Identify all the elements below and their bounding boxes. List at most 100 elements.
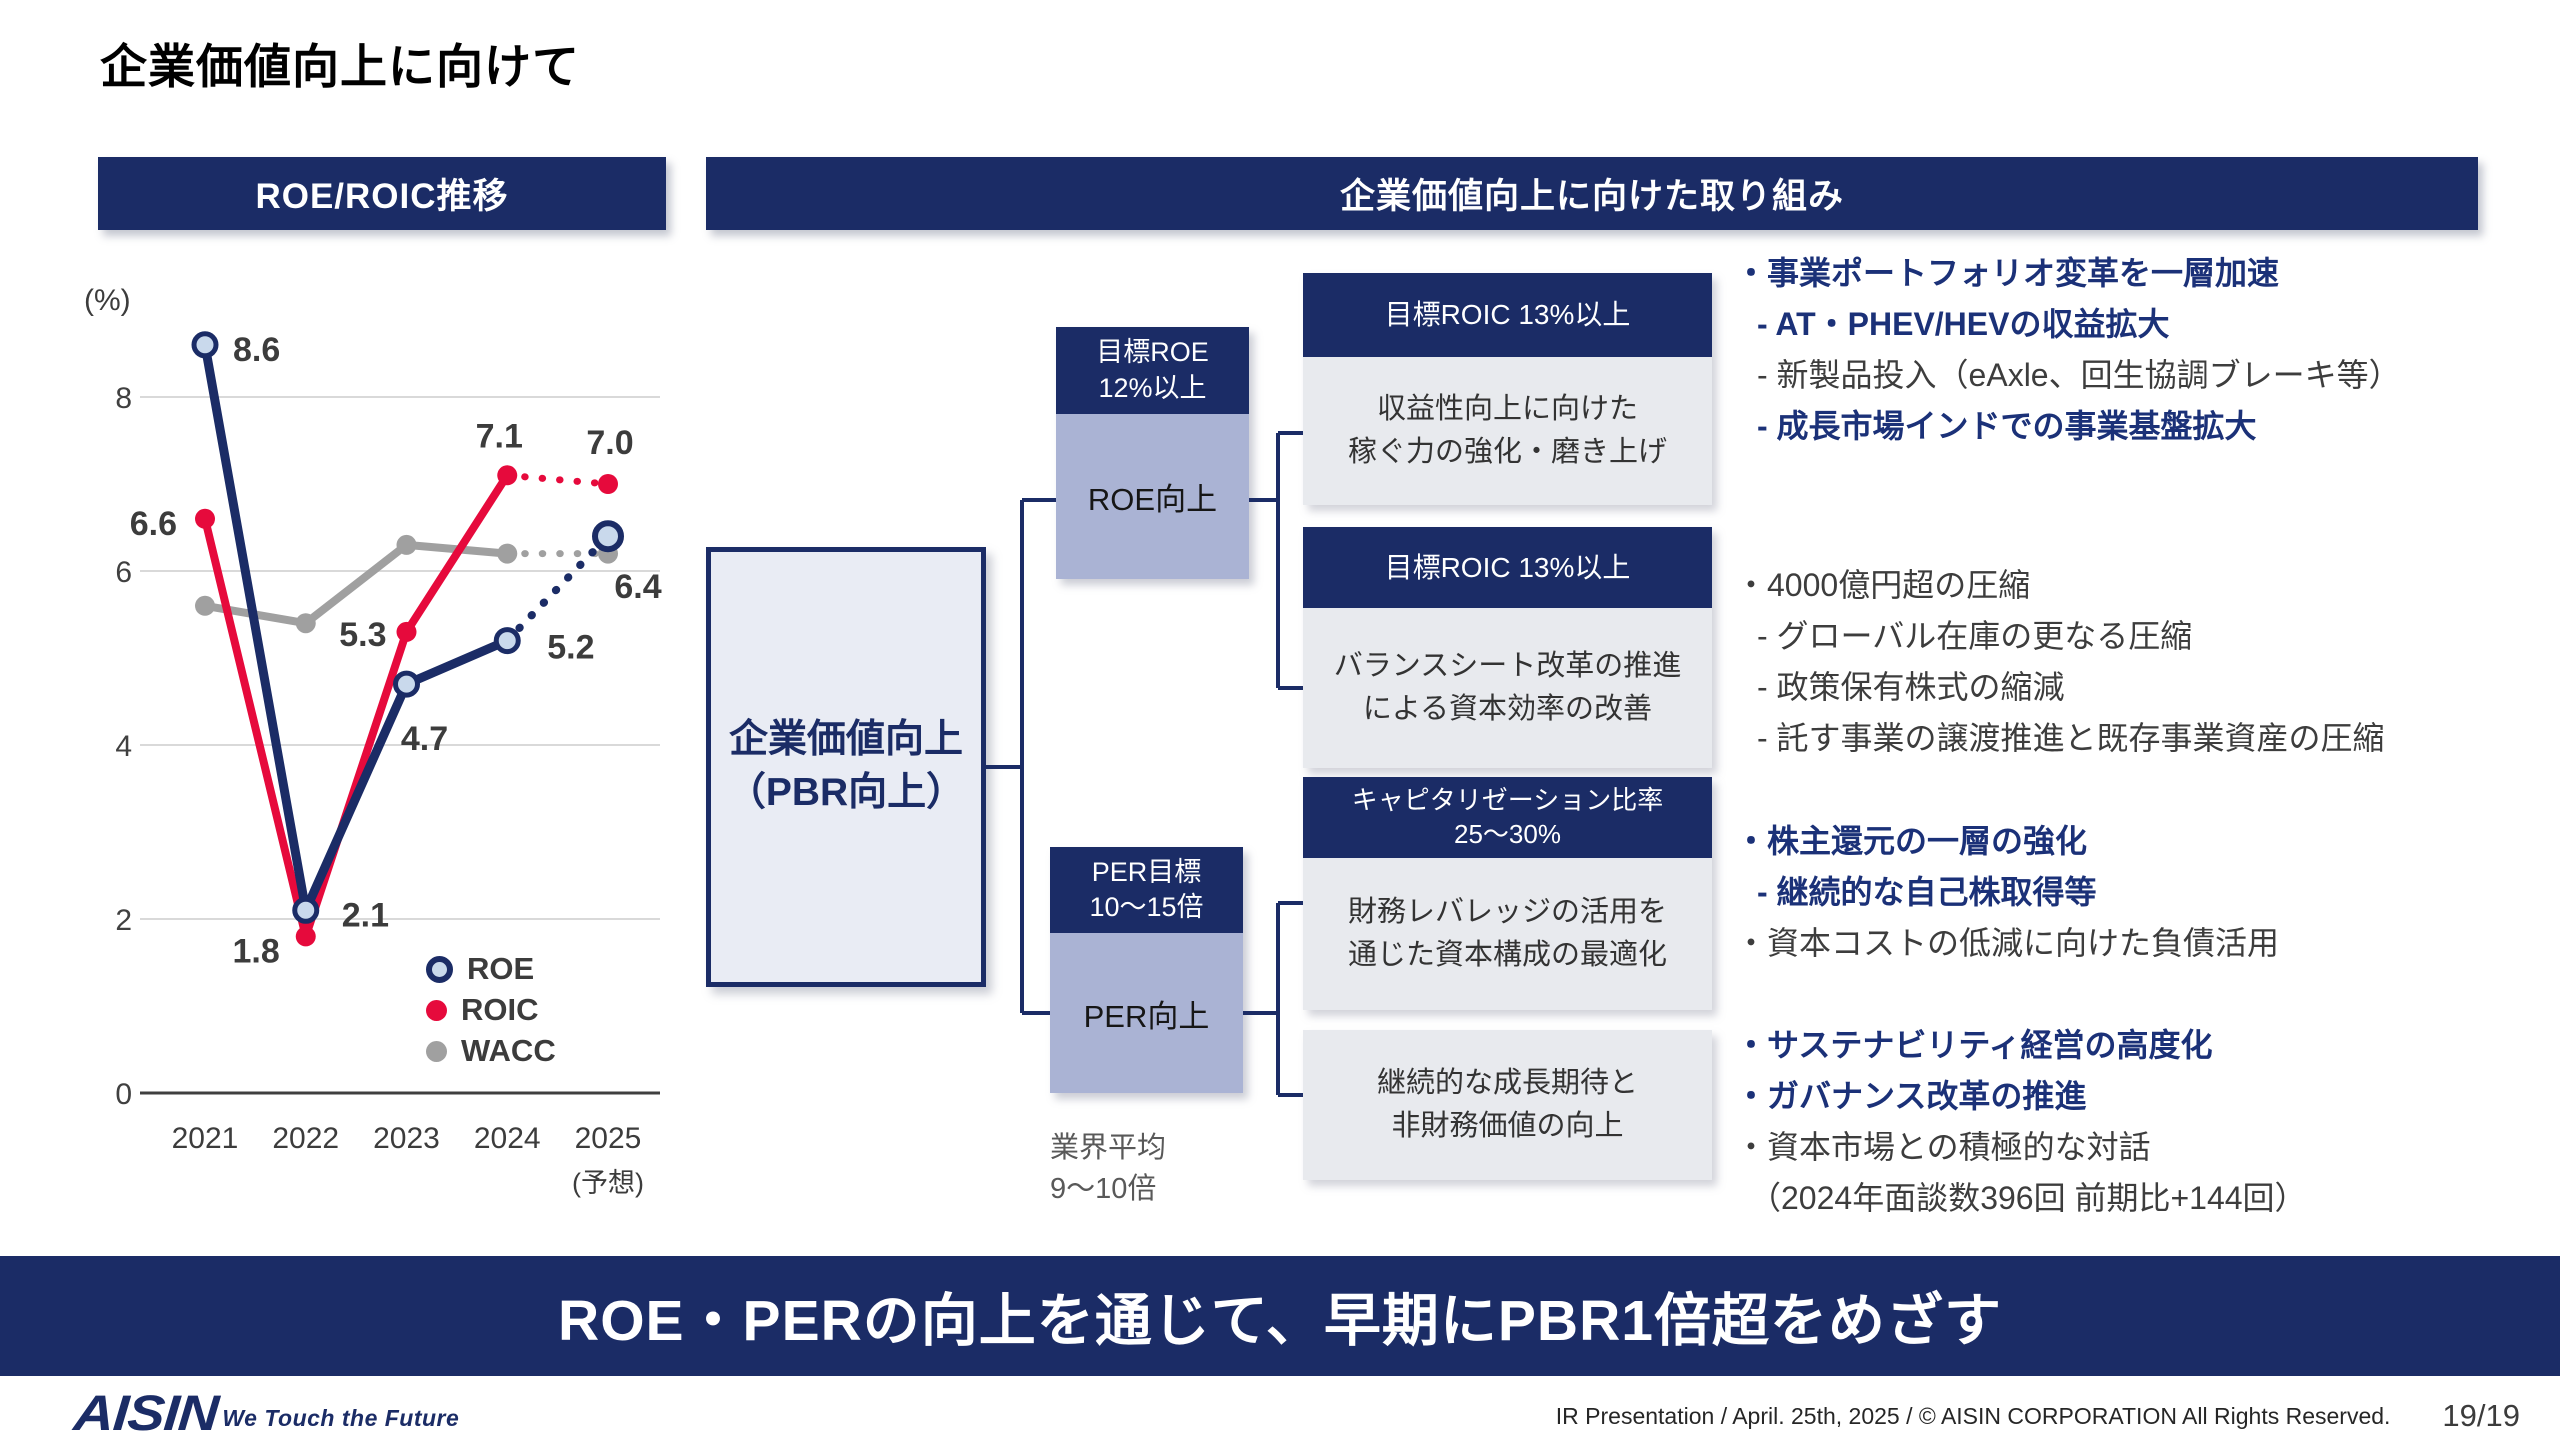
bullet-line: ・事業ポートフォリオ変革を一層加速 (1735, 255, 2280, 291)
marker-roic (195, 508, 215, 529)
measure-box-body-line: 非財務価値の向上 (1391, 1110, 1624, 1142)
marker-roe (493, 627, 521, 655)
measure-box-body: 継続的な成長期待と非財務価値の向上 (1303, 1030, 1712, 1180)
measure-box: 目標ROIC 13%以上収益性向上に向けた稼ぐ力の強化・磨き上げ (1303, 273, 1712, 505)
roe-target-header: 目標ROE 12%以上 (1056, 327, 1249, 414)
measure-box-header-line: 目標ROIC 13%以上 (1384, 551, 1631, 583)
measure-box: 継続的な成長期待と非財務価値の向上 (1303, 1030, 1712, 1180)
bullet-line: - AT・PHEV/HEVの収益拡大 (1757, 306, 2170, 342)
marker-roe (292, 896, 320, 924)
roe-target-line2: 12%以上 (1098, 372, 1207, 403)
measure-box-body-line: 収益性向上に向けた (1376, 392, 1638, 425)
marker-roe (393, 670, 420, 698)
bullet-block: ・4000億円超の圧縮- グローバル在庫の更なる圧縮- 政策保有株式の縮減- 託… (1735, 560, 2550, 764)
copyright-text: IR Presentation / April. 25th, 2025 / © … (1555, 1402, 2391, 1429)
data-label-roe: 2.1 (342, 896, 389, 934)
measure-box-body-line: 継続的な成長期待と (1376, 1066, 1638, 1099)
forecast-note-label: (予想) (572, 1168, 644, 1198)
x-tick-label: 2022 (272, 1122, 339, 1155)
bullet-line: - 新製品投入（eAxle、回生協調ブレーキ等） (1757, 357, 2401, 393)
series-line-roic (201, 471, 512, 941)
page-title: 企業価値向上に向けて (100, 40, 580, 93)
data-label-roe: 4.7 (401, 720, 448, 758)
data-label-roe: 8.6 (233, 331, 280, 369)
chart-unit-label: (%) (84, 284, 131, 317)
data-label-roe: 6.4 (614, 568, 661, 606)
legend-marker-wacc-icon (426, 1040, 447, 1062)
data-label-roic: 7.0 (586, 424, 633, 462)
diagram-connectors (986, 431, 1303, 1097)
bullet-line: ・株主還元の一層の強化 (1735, 823, 2088, 859)
measure-box-body-line: バランスシート改革の推進 (1333, 649, 1682, 682)
bullet-line: - グローバル在庫の更なる圧縮 (1757, 618, 2193, 654)
per-target-line2: 10〜15倍 (1089, 892, 1204, 922)
legend-label: WACC (461, 1033, 556, 1068)
bullet-line: - 継続的な自己株取得等 (1757, 874, 2097, 910)
legend-marker-roe-icon (426, 955, 453, 983)
measure-box-header-line: キャピタリゼーション比率 (1351, 785, 1664, 816)
measure-box-body: 財務レバレッジの活用を通じた資本構成の最適化 (1303, 858, 1712, 1010)
per-group-body: PER向上 (1050, 933, 1243, 1093)
measure-box-body-line: 稼ぐ力の強化・磨き上げ (1347, 436, 1667, 468)
roe-group-body: ROE向上 (1056, 414, 1249, 579)
footer-credit-area: IR Presentation / April. 25th, 2025 / © … (1556, 1398, 2520, 1434)
series-line-roe (200, 340, 512, 915)
marker-roic (598, 474, 618, 494)
roe-group-box: 目標ROE 12%以上 ROE向上 (1056, 327, 1249, 579)
measure-box-body: 収益性向上に向けた稼ぐ力の強化・磨き上げ (1303, 357, 1712, 505)
y-tick-label: 0 (115, 1078, 132, 1111)
y-tick-label: 4 (115, 730, 132, 763)
per-group-box: PER目標 10〜15倍 PER向上 (1050, 847, 1243, 1093)
marker-wacc (295, 613, 316, 634)
marker-roic (396, 621, 417, 642)
marker-roic (497, 465, 518, 486)
legend-label: ROIC (461, 992, 539, 1027)
roe-group-label: ROE向上 (1087, 482, 1218, 517)
measure-box-header-line: 目標ROIC 13%以上 (1384, 299, 1631, 331)
bullet-line: （2024年面談数396回 前期比+144回） (1749, 1180, 2307, 1216)
legend-row: ROE (426, 951, 556, 986)
series-forecast-line-roe (503, 532, 612, 645)
y-tick-label: 2 (115, 904, 132, 937)
marker-wacc (396, 534, 417, 555)
brand-tagline: We Touch the Future (222, 1405, 460, 1431)
footer-brand: AISIN We Touch the Future (71, 1385, 460, 1440)
per-group-label: PER向上 (1083, 998, 1210, 1034)
bullet-block: ・株主還元の一層の強化 - 継続的な自己株取得等・資本コストの低減に向けた負債活用 (1735, 816, 2550, 969)
corporate-value-root-box: 企業価値向上 （PBR向上） (706, 547, 986, 987)
right-section-header-label: 企業価値向上に向けた取り組み (1339, 177, 1844, 216)
aisin-logo: AISIN (71, 1385, 220, 1440)
bullet-block: ・サステナビリティ経営の高度化・ガバナンス改革の推進・資本市場との積極的な対話（… (1735, 1020, 2550, 1224)
data-label-roic: 5.3 (339, 616, 386, 654)
measure-box: 目標ROIC 13%以上バランスシート改革の推進による資本効率の改善 (1303, 527, 1712, 768)
bullet-line: - 政策保有株式の縮減 (1757, 669, 2065, 705)
left-section-header: ROE/ROIC推移 (98, 157, 666, 230)
root-box-line1: 企業価値向上 (728, 718, 963, 762)
legend-label: ROE (467, 951, 535, 986)
legend-marker-roic-icon (426, 999, 447, 1021)
x-tick-label: 2025 (575, 1122, 642, 1155)
bullet-line: ・4000億円超の圧縮 (1735, 567, 2031, 603)
x-tick-label: 2021 (172, 1122, 239, 1155)
legend-row: ROIC (426, 992, 556, 1027)
x-tick-label: 2023 (373, 1122, 440, 1155)
y-tick-label: 8 (115, 382, 132, 415)
measure-box-header: 目標ROIC 13%以上 (1303, 273, 1712, 357)
data-label-roic: 7.1 (476, 417, 523, 455)
y-tick-label: 6 (115, 556, 132, 589)
bullet-line: - 成長市場インドでの事業基盤拡大 (1757, 408, 2257, 444)
chart-legend: ROE ROIC WACC (426, 951, 556, 1068)
marker-wacc (497, 543, 518, 564)
root-box-line2: （PBR向上） (726, 771, 966, 814)
marker-roe (191, 331, 219, 359)
per-target-line1: PER目標 (1091, 856, 1202, 887)
measure-box-header: 目標ROIC 13%以上 (1303, 527, 1712, 608)
bullet-line: ・資本コストの低減に向けた負債活用 (1735, 925, 2280, 961)
legend-row: WACC (426, 1033, 556, 1068)
bullet-line: ・サステナビリティ経営の高度化 (1735, 1027, 2213, 1063)
page-number: 19/19 (2442, 1398, 2520, 1433)
industry-average-note: 業界平均 9〜10倍 (1050, 1128, 1166, 1209)
bullet-block: ・事業ポートフォリオ変革を一層加速 - AT・PHEV/HEVの収益拡大 - 新製品… (1735, 248, 2550, 452)
